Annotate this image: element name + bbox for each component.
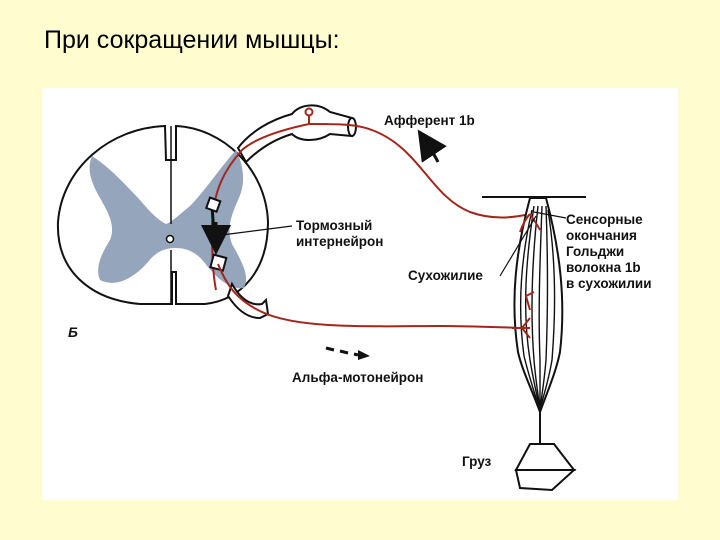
afferent-fiber-peripheral xyxy=(309,124,530,218)
central-canal xyxy=(167,236,174,243)
tendon-label: Сухожилие xyxy=(408,268,483,283)
alpha-motoneuron-label: Альфа-мотонейрон xyxy=(292,370,423,385)
interneuron-label-line1: Тормозный xyxy=(296,218,372,233)
weight xyxy=(516,444,574,490)
interneuron-cell-lower xyxy=(210,255,226,271)
efferent-arrowhead xyxy=(358,350,370,360)
afferent-label: Афферент 1b xyxy=(384,113,475,128)
sensory-label-line3: Гольджи xyxy=(566,244,624,259)
efferent-pathway xyxy=(218,264,530,360)
weight-body xyxy=(516,470,574,490)
dorsal-root xyxy=(238,105,352,162)
efferent-direction-arrow xyxy=(326,348,358,355)
interneuron-cell-upper xyxy=(206,198,220,212)
slide-title: При сокращении мышцы: xyxy=(44,26,340,55)
weight-top xyxy=(516,444,574,470)
panel-letter: Б xyxy=(68,324,78,340)
dorsal-root-end xyxy=(348,118,356,136)
afferent-direction-arrow xyxy=(426,142,438,162)
reflex-diagram: Б Афферент 1b Тормозный интернейрон Сенс… xyxy=(42,88,678,500)
diagram-canvas: Б Афферент 1b Тормозный интернейрон Сенс… xyxy=(42,88,678,500)
interneuron-label-line2: интернейрон xyxy=(296,234,383,249)
sensory-label-line1: Сенсорные xyxy=(566,212,643,227)
motor-fiber xyxy=(218,264,530,328)
sensory-label-line5: в сухожилии xyxy=(566,276,652,291)
weight-label: Груз xyxy=(462,454,492,469)
spinal-cord-section xyxy=(58,126,268,304)
sensory-label-line4: волокна 1b xyxy=(566,260,641,275)
sensory-label-line2: окончания xyxy=(566,228,637,243)
